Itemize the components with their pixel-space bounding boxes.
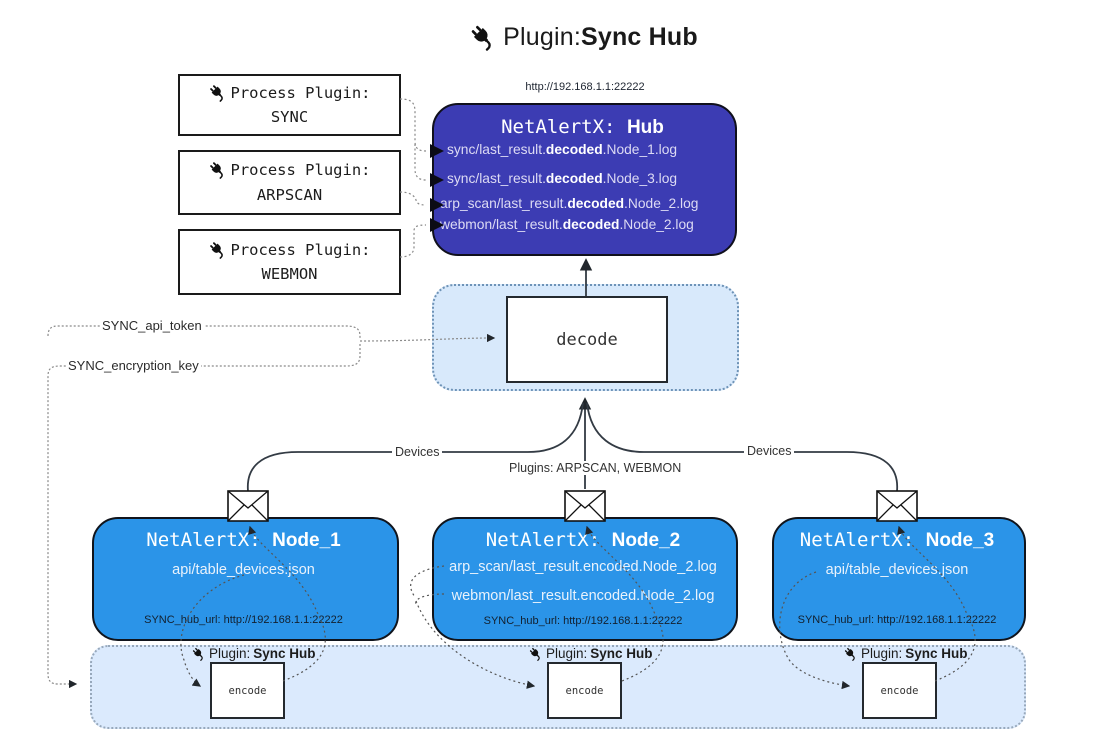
process-plugin-box-sync: Process Plugin: SYNC [178, 74, 401, 136]
hub-title: NetAlertX: Hub [432, 116, 733, 139]
hub-url: http://192.168.1.1:22222 [525, 81, 645, 93]
node3-file: api/table_devices.json [825, 562, 969, 578]
edge-label-devices-left: Devices [392, 445, 443, 459]
node3-devices-curve [586, 402, 899, 492]
node2-file: arp_scan/last_result.encoded.Node_2.log [449, 559, 717, 575]
encoder3-label: Plugin: Sync Hub [844, 646, 968, 661]
edge-label-devices-right: Devices [744, 444, 795, 458]
plug-icon [209, 84, 227, 102]
hub-log-line: sync/last_result.decoded.Node_3.log [447, 171, 678, 186]
hub-name-bold: Hub [626, 117, 664, 138]
node3-hub-url: SYNC_hub_url: http://192.168.1.1:22222 [797, 614, 997, 626]
setting-sync-encryption-key: SYNC_encryption_key [66, 358, 201, 373]
encode-box: encode [210, 662, 285, 719]
setting-sync-api-token: SYNC_api_token [100, 318, 204, 333]
process-plugin-name: ARPSCAN [256, 185, 323, 204]
process-plugin-label: Process Plugin: [230, 240, 371, 259]
encoder1-label: Plugin: Sync Hub [192, 646, 316, 661]
hub-log-line: sync/last_result.decoded.Node_1.log [447, 142, 678, 157]
node2-hub-url: SYNC_hub_url: http://192.168.1.1:22222 [483, 615, 683, 627]
node1-hub-url: SYNC_hub_url: http://192.168.1.1:22222 [144, 614, 343, 626]
page-title-prefix: Plugin: [503, 22, 581, 51]
process-plugin-label: Process Plugin: [230, 161, 371, 180]
plug-icon [529, 647, 543, 661]
node1-title: NetAlertX: Node_1 [146, 529, 341, 551]
plug-icon [192, 647, 206, 661]
encoder2-label: Plugin: Sync Hub [529, 646, 653, 661]
encode-box: encode [547, 662, 622, 719]
process-plugin-label: Process Plugin: [230, 83, 371, 102]
plug-icon [209, 161, 227, 179]
node1-file: api/table_devices.json [172, 562, 315, 578]
plugin-connector-lines [399, 98, 427, 258]
page-title: Plugin: Sync Hub [384, 17, 784, 57]
process-plugin-box-webmon: Process Plugin: WEBMON [178, 229, 401, 295]
node2-title: NetAlertX: Node_2 [485, 529, 681, 551]
process-plugin-name: WEBMON [261, 265, 318, 283]
node2-file: webmon/last_result.encoded.Node_2.log [451, 588, 715, 604]
hub-log-line: arp_scan/last_result.decoded.Node_2.log [440, 196, 699, 211]
process-plugin-box-arpscan: Process Plugin: ARPSCAN [178, 150, 401, 215]
process-plugin-name: SYNC [270, 108, 309, 126]
page-title-bold: Sync Hub [580, 22, 698, 51]
node3-title: NetAlertX: Node_3 [799, 529, 995, 551]
plug-icon [844, 647, 858, 661]
hub-name-prefix: NetAlertX: [501, 116, 627, 138]
edge-label-plugins: Plugins: ARPSCAN, WEBMON [506, 461, 685, 475]
plug-icon [470, 24, 497, 51]
decode-box: decode [506, 296, 668, 383]
plug-icon [209, 241, 227, 259]
encode-box: encode [862, 662, 937, 719]
hub-log-line: webmon/last_result.decoded.Node_2.log [440, 217, 694, 232]
hub-box [432, 103, 737, 256]
